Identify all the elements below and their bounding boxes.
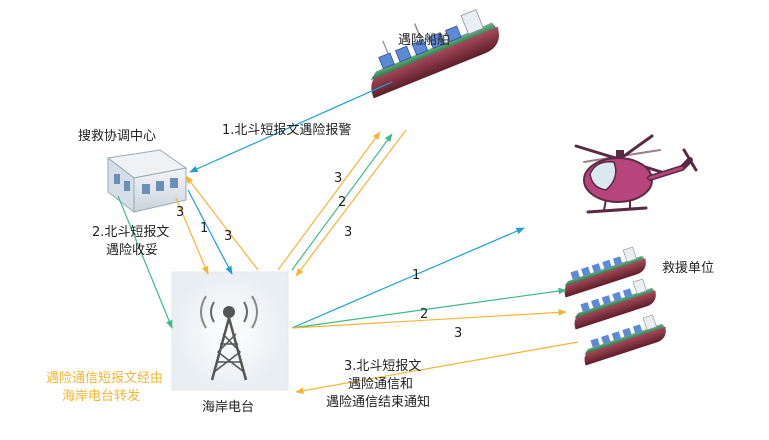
building-icon [106, 149, 188, 214]
step-number: 3 [334, 171, 342, 186]
ack-label-line1: 2.北斗短报文 [92, 225, 169, 240]
rescue-ship-icon [584, 314, 666, 366]
arrow-station-to-helicopter [291, 227, 525, 329]
arrow-rescue-to-station-orange [295, 341, 579, 394]
arrow-ship-to-rcc [189, 81, 393, 173]
distress-ship-label: 遇险船舶 [398, 32, 450, 48]
ack-label-line2: 遇险收妥 [106, 243, 158, 258]
step-number: 3 [344, 225, 352, 240]
comm-label-line3: 遇险通信结束通知 [326, 394, 430, 410]
relay-label-line1: 遇险通信短报文经由 [46, 371, 163, 386]
step-number: 3 [176, 205, 184, 220]
arrow-station-to-rescue-green [291, 287, 567, 329]
rescue-ship-icon [574, 278, 656, 330]
step-number: 1 [200, 221, 208, 236]
alert-label: 1.北斗短报文遇险报警 [222, 122, 351, 138]
radio-tower-icon [200, 295, 258, 381]
rcc-label: 搜救协调中心 [78, 128, 156, 144]
arrow-rcc-to-station-green [117, 195, 173, 329]
arrow-station-to-rcc-orange [185, 175, 259, 271]
step-number: 1 [412, 268, 420, 283]
step-number: 2 [338, 195, 346, 210]
arrow-station-to-rescue-orange [291, 309, 567, 329]
distress-ship-icon [370, 9, 500, 99]
helicopter-icon [574, 134, 698, 214]
rescue-ship-icon [564, 246, 646, 298]
station-label: 海岸电台 [202, 400, 254, 415]
rescue-label: 救援单位 [662, 260, 714, 276]
step-number: 3 [224, 229, 232, 244]
comm-label-line1: 3.北斗短报文 [344, 359, 421, 374]
relay-label-line2: 海岸电台转发 [62, 388, 140, 404]
arrow-rcc-to-station-orange [175, 197, 209, 275]
step-number: 2 [420, 307, 428, 322]
step-number: 3 [454, 326, 462, 341]
arrow-ship-to-station-orange [295, 129, 407, 277]
arrow-station-to-ship-orange [277, 131, 381, 271]
arrow-station-to-ship-green [291, 133, 393, 271]
station-panel [171, 271, 289, 391]
arrow-rcc-to-station-blue [187, 189, 233, 275]
comm-label-line2: 遇险通信和 [348, 377, 413, 392]
